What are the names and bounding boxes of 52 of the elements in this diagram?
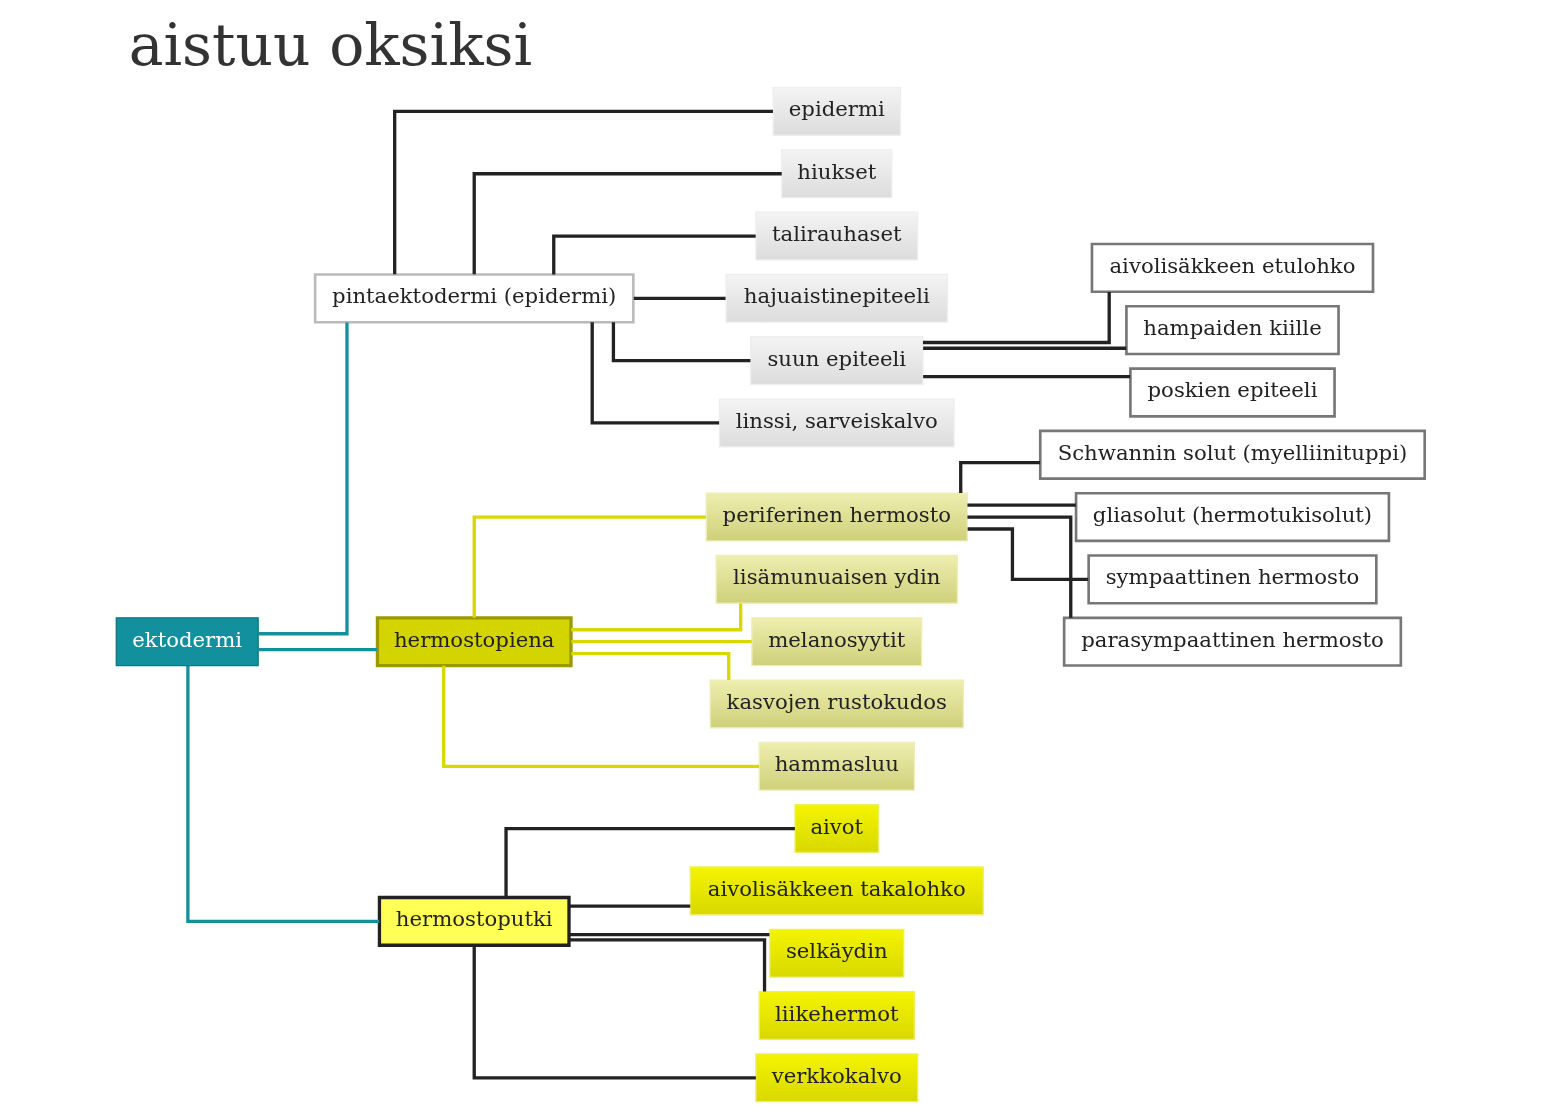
node-box: hammasluu bbox=[758, 741, 915, 791]
connector bbox=[472, 945, 756, 1080]
connector bbox=[552, 234, 756, 275]
node-box: poskien epiteeli bbox=[1129, 367, 1336, 418]
node-box: selkäydin bbox=[769, 928, 905, 978]
node-box: liikehermot bbox=[758, 990, 915, 1041]
node-box: verkkokalvo bbox=[755, 1053, 919, 1103]
node-box: lisämunuaisen ydin bbox=[715, 554, 959, 604]
connector bbox=[922, 291, 1111, 345]
connector bbox=[923, 346, 1127, 350]
connector bbox=[967, 503, 1076, 507]
connector bbox=[442, 665, 760, 768]
connector bbox=[472, 515, 706, 618]
node-box: pintaektodermi (epidermi) bbox=[313, 273, 635, 324]
node-box: linssi, sarveiskalvo bbox=[718, 398, 955, 448]
node-box: aivolisäkkeen takalohko bbox=[689, 866, 984, 916]
node-box: hermostoputki bbox=[377, 895, 571, 947]
diagram-title: aistuu oksiksi bbox=[128, 11, 533, 80]
connector bbox=[258, 322, 349, 636]
connector bbox=[569, 933, 770, 937]
node-box: hampaiden kiille bbox=[1125, 304, 1340, 356]
node-box: sympaattinen hermosto bbox=[1087, 554, 1378, 605]
node-box: parasympaattinen hermosto bbox=[1062, 616, 1403, 667]
node-box: hermostopiena bbox=[375, 616, 573, 668]
connector bbox=[186, 666, 380, 924]
connector bbox=[569, 904, 691, 908]
node-box: kasvojen rustokudos bbox=[709, 679, 965, 729]
connector bbox=[967, 527, 1089, 582]
connector bbox=[571, 640, 752, 644]
connector bbox=[393, 109, 773, 275]
connector bbox=[959, 461, 1041, 494]
node-box: periferinen hermosto bbox=[705, 492, 969, 542]
node-box: Schwannin solut (myelliinituppi) bbox=[1038, 429, 1427, 480]
connector bbox=[633, 296, 726, 300]
connector bbox=[569, 938, 767, 992]
node-box: melanosyytit bbox=[751, 617, 923, 667]
connector bbox=[590, 322, 720, 425]
node-box: ektodermi bbox=[115, 617, 259, 667]
node-box: gliasolut (hermotukisolut) bbox=[1074, 491, 1391, 543]
connector bbox=[472, 172, 782, 275]
node-box: hajuaistinepiteeli bbox=[725, 273, 949, 323]
node-box: epidermi bbox=[772, 86, 902, 136]
node-box: aivolisäkkeen etulohko bbox=[1090, 242, 1375, 294]
node-box: suun epiteeli bbox=[749, 336, 924, 386]
node-box: hiukset bbox=[781, 149, 893, 199]
connector bbox=[504, 826, 795, 898]
connector bbox=[611, 322, 751, 363]
connector bbox=[258, 647, 378, 652]
node-box: talirauhaset bbox=[755, 211, 919, 261]
node-box: aivot bbox=[794, 804, 880, 854]
connector bbox=[967, 515, 1073, 618]
connector bbox=[923, 374, 1131, 379]
